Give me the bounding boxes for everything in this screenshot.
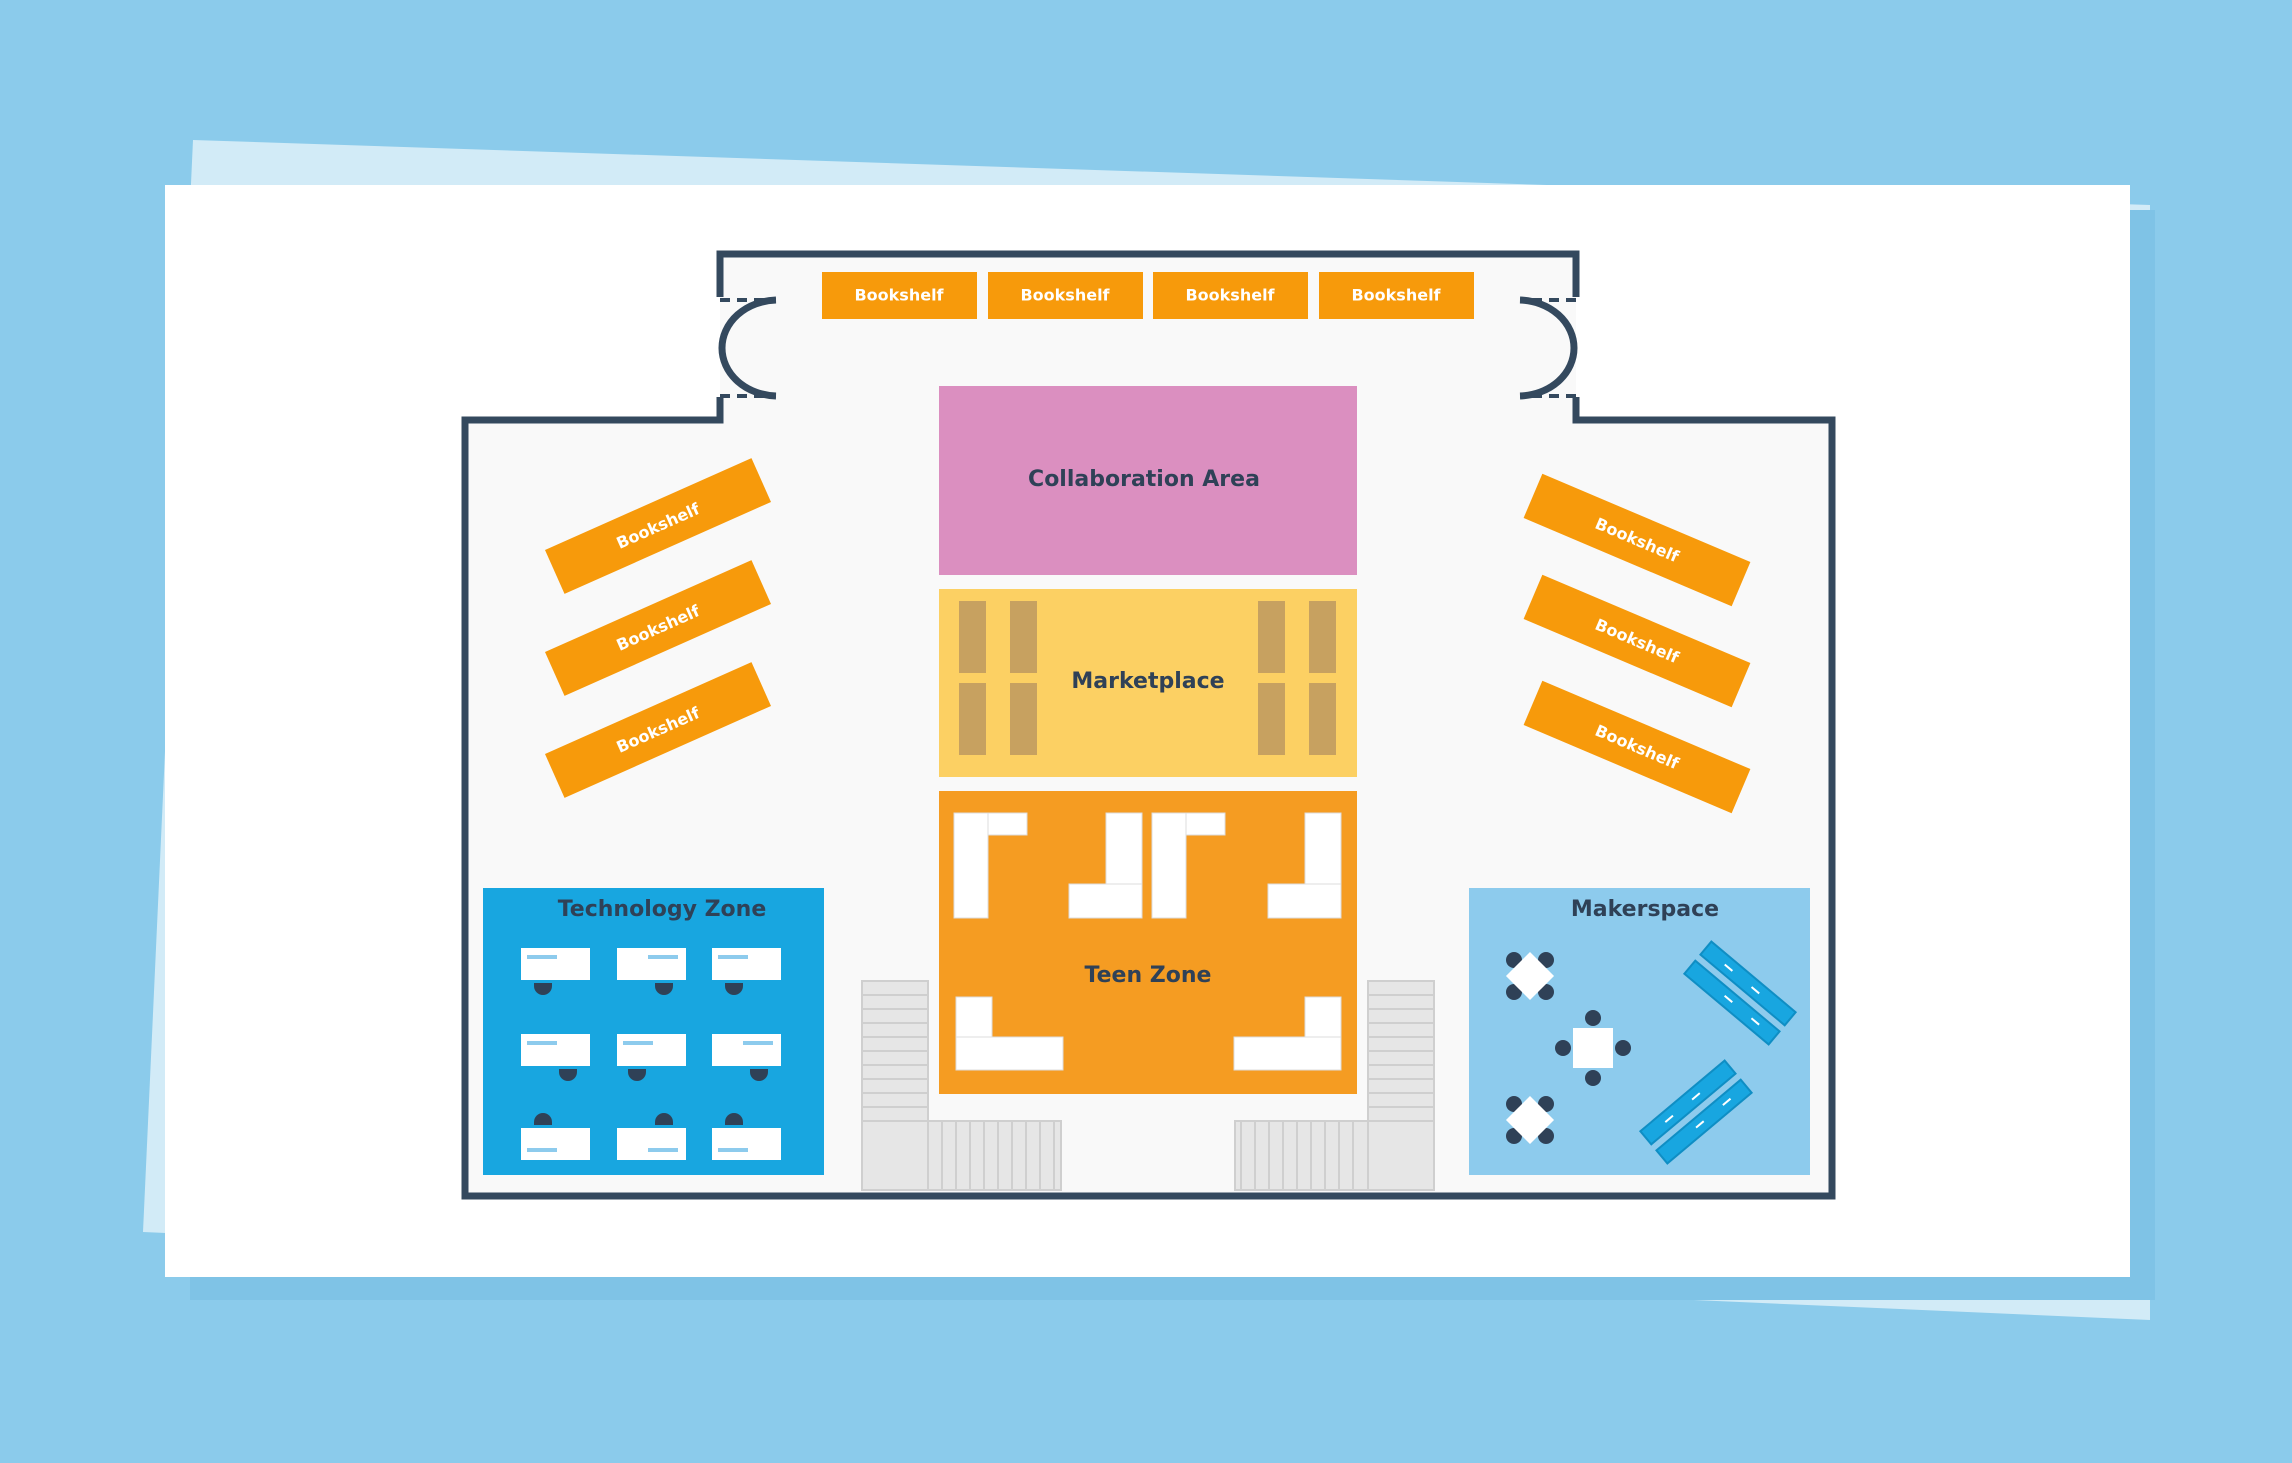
computer-desk-icon [521,1113,590,1160]
staircase-icon [1234,980,1435,1191]
computer-desk-icon [712,948,781,995]
computer-desk-icon [617,1034,686,1081]
l-shaped-sofa-icon [1151,812,1226,919]
bookshelf-label: Bookshelf [1185,286,1275,305]
bookshelf-label: Bookshelf [1020,286,1110,305]
door-swing-icon [1519,296,1578,400]
bookshelf: Bookshelf [1319,272,1474,319]
computer-desks [521,948,781,1160]
square-table-icon [1555,1010,1631,1086]
l-shaped-sofa-icon [953,812,1028,919]
l-shaped-sofa-icon [955,996,1064,1071]
collaboration-area-label: Collaboration Area [1028,467,1260,492]
l-shaped-sofa-icon [1233,996,1342,1071]
computer-desk-icon [521,1034,590,1081]
bookshelf: Bookshelf [545,662,771,798]
computer-desk-icon [712,1034,781,1081]
l-shaped-sofa-icon [1068,812,1143,919]
door-swing-icon [718,296,777,400]
marketplace-label: Marketplace [1071,669,1224,694]
computer-desk-icon [617,1113,686,1160]
building-wall [461,250,1836,1200]
bookshelf: Bookshelf [1153,272,1308,319]
square-table-icon [1505,951,1555,1001]
l-shaped-sofa-icon [1267,812,1342,919]
bookshelf-label: Bookshelf [1351,286,1441,305]
teen-zone-label: Teen Zone [1085,963,1212,988]
collaboration-area [939,386,1357,575]
workbench-icon [1682,940,1798,1046]
staircase-icon [861,980,1062,1191]
makerspace-label: Makerspace [1571,897,1719,922]
marketplace-area [939,589,1357,777]
bookshelf-label: Bookshelf [854,286,944,305]
workbench-icon [1638,1059,1754,1165]
computer-desk-icon [712,1113,781,1160]
market-stall-icon [959,601,1336,755]
bookshelf: Bookshelf [822,272,977,319]
square-table-icon [1505,1095,1555,1145]
technology-zone-area [483,888,824,1175]
technology-zone-label: Technology Zone [558,897,767,922]
computer-desk-icon [617,948,686,995]
bookshelf: Bookshelf [988,272,1143,319]
computer-desk-icon [521,948,590,995]
